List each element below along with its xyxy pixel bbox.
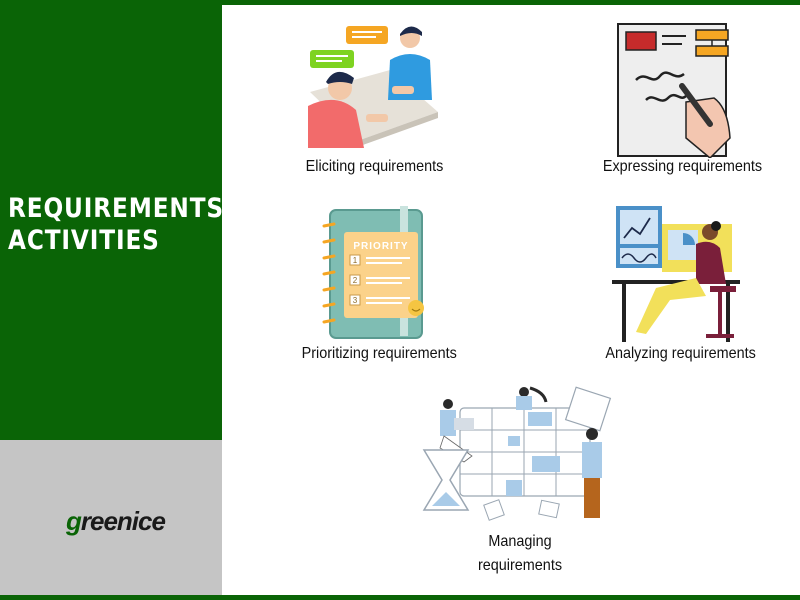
eliciting-illustration [308, 26, 438, 148]
logo-first-letter: g [66, 506, 82, 536]
page-title: REQUIREMENTS ACTIVITIES [8, 193, 225, 257]
prioritizing-illustration: PRIORITY 1 2 3 [322, 206, 424, 339]
expressing-illustration [617, 23, 731, 158]
page-title-line2: ACTIVITIES [8, 225, 160, 256]
priority-item-1: 1 [353, 256, 358, 265]
activity-label-analyzing: Analyzing requirements [605, 345, 756, 362]
logo-rest: reenice [80, 506, 166, 536]
managing-label-line2: requirements [477, 557, 563, 574]
bottom-border [0, 595, 800, 600]
priority-item-2: 2 [353, 276, 358, 285]
activity-label-prioritizing: Prioritizing requirements [301, 345, 457, 362]
analyzing-illustration [612, 206, 740, 342]
page-title-line1: REQUIREMENTS [8, 193, 225, 224]
activity-label-expressing: Expressing requirements [602, 158, 763, 175]
sidebar-grey-block [0, 440, 222, 600]
managing-illustration [422, 386, 612, 521]
activity-label-eliciting: Eliciting requirements [305, 158, 444, 175]
priority-heading: PRIORITY [353, 241, 408, 252]
sidebar-green-block [0, 0, 222, 440]
sidebar: REQUIREMENTS ACTIVITIES greenice [0, 0, 225, 600]
managing-label-line1: Managing [488, 533, 552, 550]
top-border [222, 0, 800, 5]
brand-logo: greenice [66, 506, 166, 537]
priority-item-3: 3 [353, 296, 358, 305]
activity-label-managing: Managing requirements [475, 530, 565, 578]
